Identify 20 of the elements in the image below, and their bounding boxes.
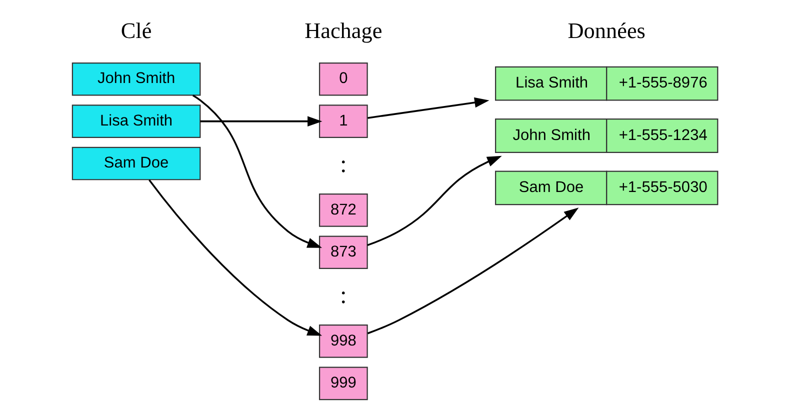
arrow bbox=[192, 94, 322, 248]
arrow bbox=[367, 97, 489, 119]
label: : bbox=[340, 282, 346, 310]
node-box: 873 bbox=[318, 236, 368, 270]
node-box: John Smith bbox=[71, 62, 200, 96]
node-box: Sam Doe bbox=[71, 146, 200, 180]
arrow bbox=[366, 156, 502, 246]
node-box: 998 bbox=[318, 324, 368, 358]
arrow bbox=[148, 179, 322, 336]
arrow bbox=[366, 208, 578, 334]
label: Hachage bbox=[304, 18, 382, 44]
node-box: 0 bbox=[318, 62, 368, 96]
node-box: 872 bbox=[318, 194, 368, 227]
label: Données bbox=[567, 18, 645, 44]
arrow bbox=[200, 116, 322, 126]
node-box: Lisa Smith bbox=[71, 104, 200, 138]
label: Clé bbox=[120, 18, 152, 44]
node-box: 999 bbox=[318, 366, 368, 400]
label: : bbox=[340, 150, 346, 178]
node-box: 1 bbox=[318, 104, 368, 138]
